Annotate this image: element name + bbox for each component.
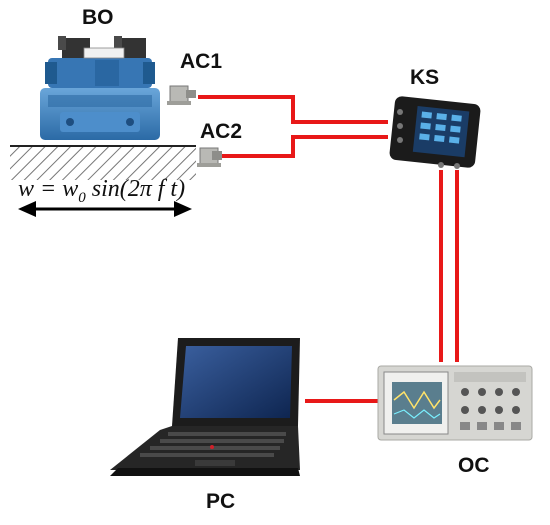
hydraulic-valve-icon (40, 36, 160, 140)
label-pc: PC (206, 490, 236, 513)
accelerometer-ac1-icon (167, 85, 196, 105)
formula-w0-sub: 0 (78, 189, 86, 206)
accelerometer-ac2-icon (197, 147, 222, 167)
oscilloscope-icon (377, 365, 533, 441)
vibration-formula: w = w0 sin(2π f t) (18, 176, 185, 207)
cable-ac1-ks (198, 95, 388, 124)
formula-eq: = (34, 176, 63, 202)
ground-surface (10, 145, 196, 180)
formula-rhs: sin(2π f t) (85, 176, 186, 202)
laptop-icon (110, 338, 300, 476)
label-ac2: AC2 (200, 120, 243, 143)
label-ks: KS (410, 66, 440, 89)
cable-ac2-ks (222, 135, 388, 158)
label-oc: OC (458, 454, 490, 477)
label-ac1: AC1 (180, 50, 223, 73)
signal-conditioner-icon (389, 96, 481, 169)
label-valve: BO (82, 6, 114, 29)
formula-w0: w (62, 176, 79, 202)
vibration-arrow (18, 201, 192, 217)
formula-lhs: w (18, 176, 35, 202)
cables (198, 95, 459, 403)
